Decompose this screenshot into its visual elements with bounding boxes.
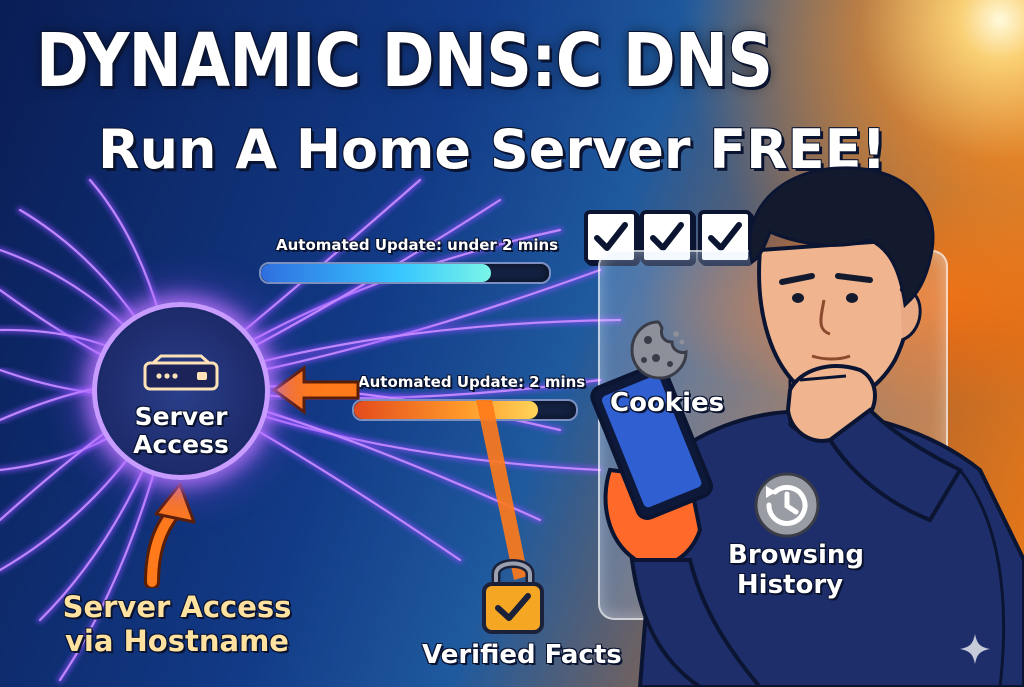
server-access-label: Server Access — [97, 403, 265, 459]
verified-facts-label: Verified Facts — [422, 640, 622, 670]
update-bar-label-slow: Automated Update: 2 mins — [358, 373, 586, 391]
server-access-node: Server Access — [92, 302, 270, 480]
checkmark-icon — [650, 222, 684, 251]
server-label-line2: Access — [133, 430, 229, 459]
checkmark-icon — [708, 222, 742, 251]
browsing-history-line1: Browsing — [728, 540, 865, 570]
browsing-history-label: Browsing History — [728, 540, 865, 600]
server-icon — [143, 354, 219, 391]
page-subtitle: Run A Home Server FREE! — [98, 118, 887, 181]
history-icon — [754, 472, 820, 538]
server-access-caption-line1: Server Access — [62, 590, 292, 624]
checkmark-icon — [594, 222, 628, 251]
page-title: DYNAMIC DNS:C DNS — [36, 18, 773, 104]
update-progress-fill-fast — [261, 264, 492, 282]
checkbox-2 — [640, 210, 694, 264]
orange-beam — [476, 400, 528, 580]
cookie-icon — [630, 320, 688, 380]
browsing-history-line2: History — [736, 570, 844, 600]
server-label-line1: Server — [134, 402, 228, 431]
server-access-caption-line2: via Hostname — [65, 624, 289, 658]
update-bar-label-fast: Automated Update: under 2 mins — [276, 236, 559, 254]
sparkle-icon — [960, 634, 990, 664]
update-progress-bar-fast — [259, 262, 551, 284]
server-access-caption: Server Access via Hostname — [60, 590, 294, 658]
padlock-check-icon — [482, 559, 544, 634]
curved-arrow-up-icon — [144, 482, 196, 588]
arrow-left-icon — [271, 365, 360, 415]
cookies-label: Cookies — [610, 388, 725, 418]
